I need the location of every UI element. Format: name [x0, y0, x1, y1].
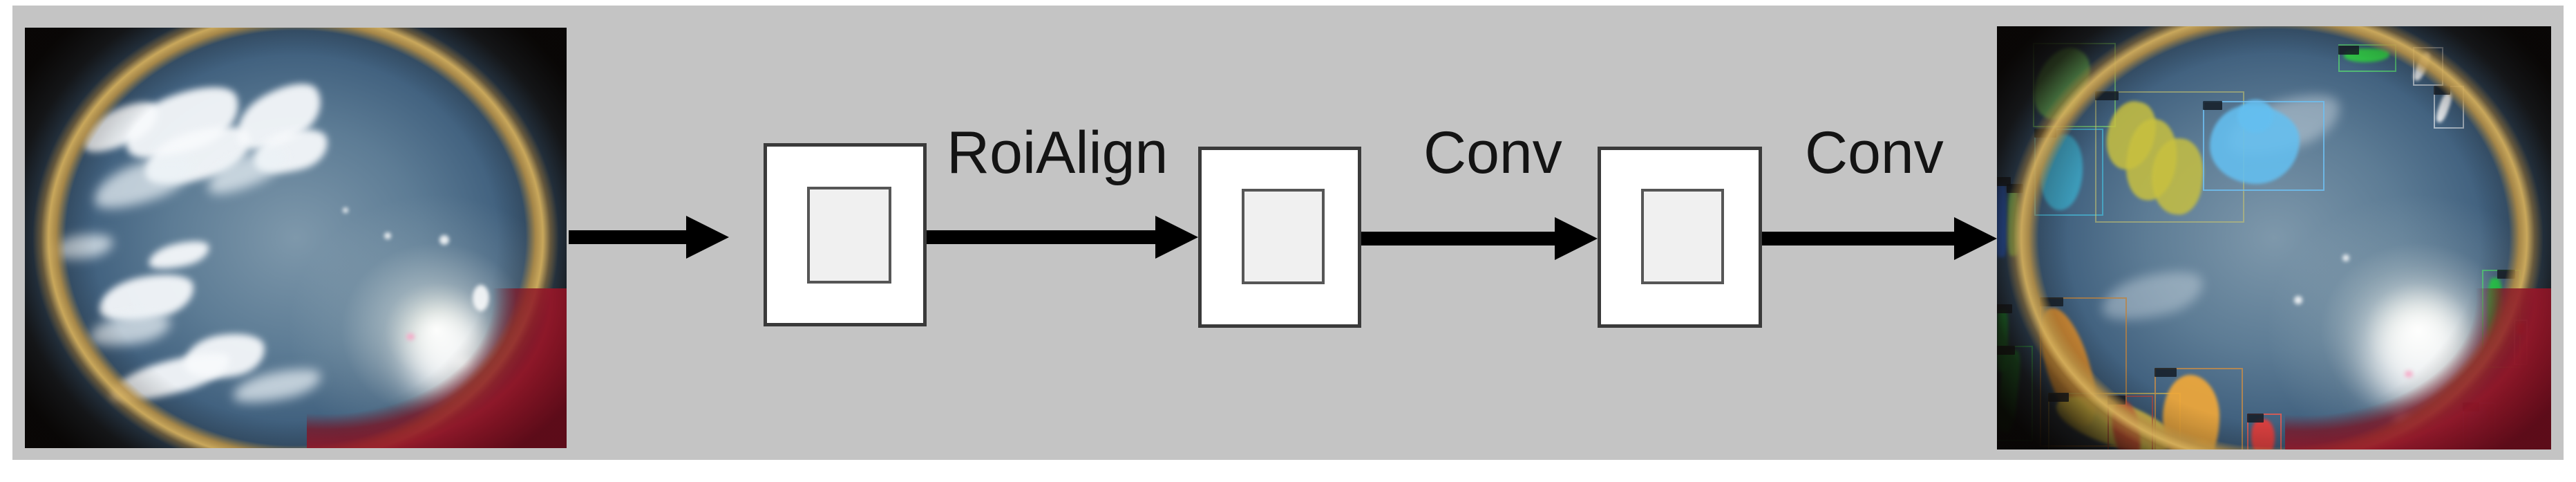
feature-map-inner-2 [1242, 189, 1325, 284]
arrow-shaft [927, 230, 1157, 244]
label-conv-2: Conv [1805, 120, 1944, 186]
arrow-head [1954, 217, 1997, 260]
arrow-head [1155, 216, 1198, 259]
label-conv-1: Conv [1423, 120, 1562, 186]
feature-map-inner-1 [807, 187, 891, 284]
feature-map-box-2 [1198, 147, 1361, 328]
input-image [25, 28, 567, 448]
feature-map-box-1 [764, 143, 927, 326]
arrow-shaft [1361, 232, 1556, 245]
arrow-head [686, 216, 729, 259]
arrow-shaft [1762, 232, 1955, 245]
label-roialign: RoiAlign [947, 120, 1168, 186]
output-image [1997, 26, 2551, 449]
arrow-shaft [569, 230, 688, 244]
dome-red-rim [2285, 288, 2551, 449]
feature-map-inner-3 [1641, 189, 1724, 284]
arrow-head [1555, 217, 1598, 260]
feature-map-box-3 [1598, 147, 1762, 328]
dome-red-rim [306, 288, 567, 448]
